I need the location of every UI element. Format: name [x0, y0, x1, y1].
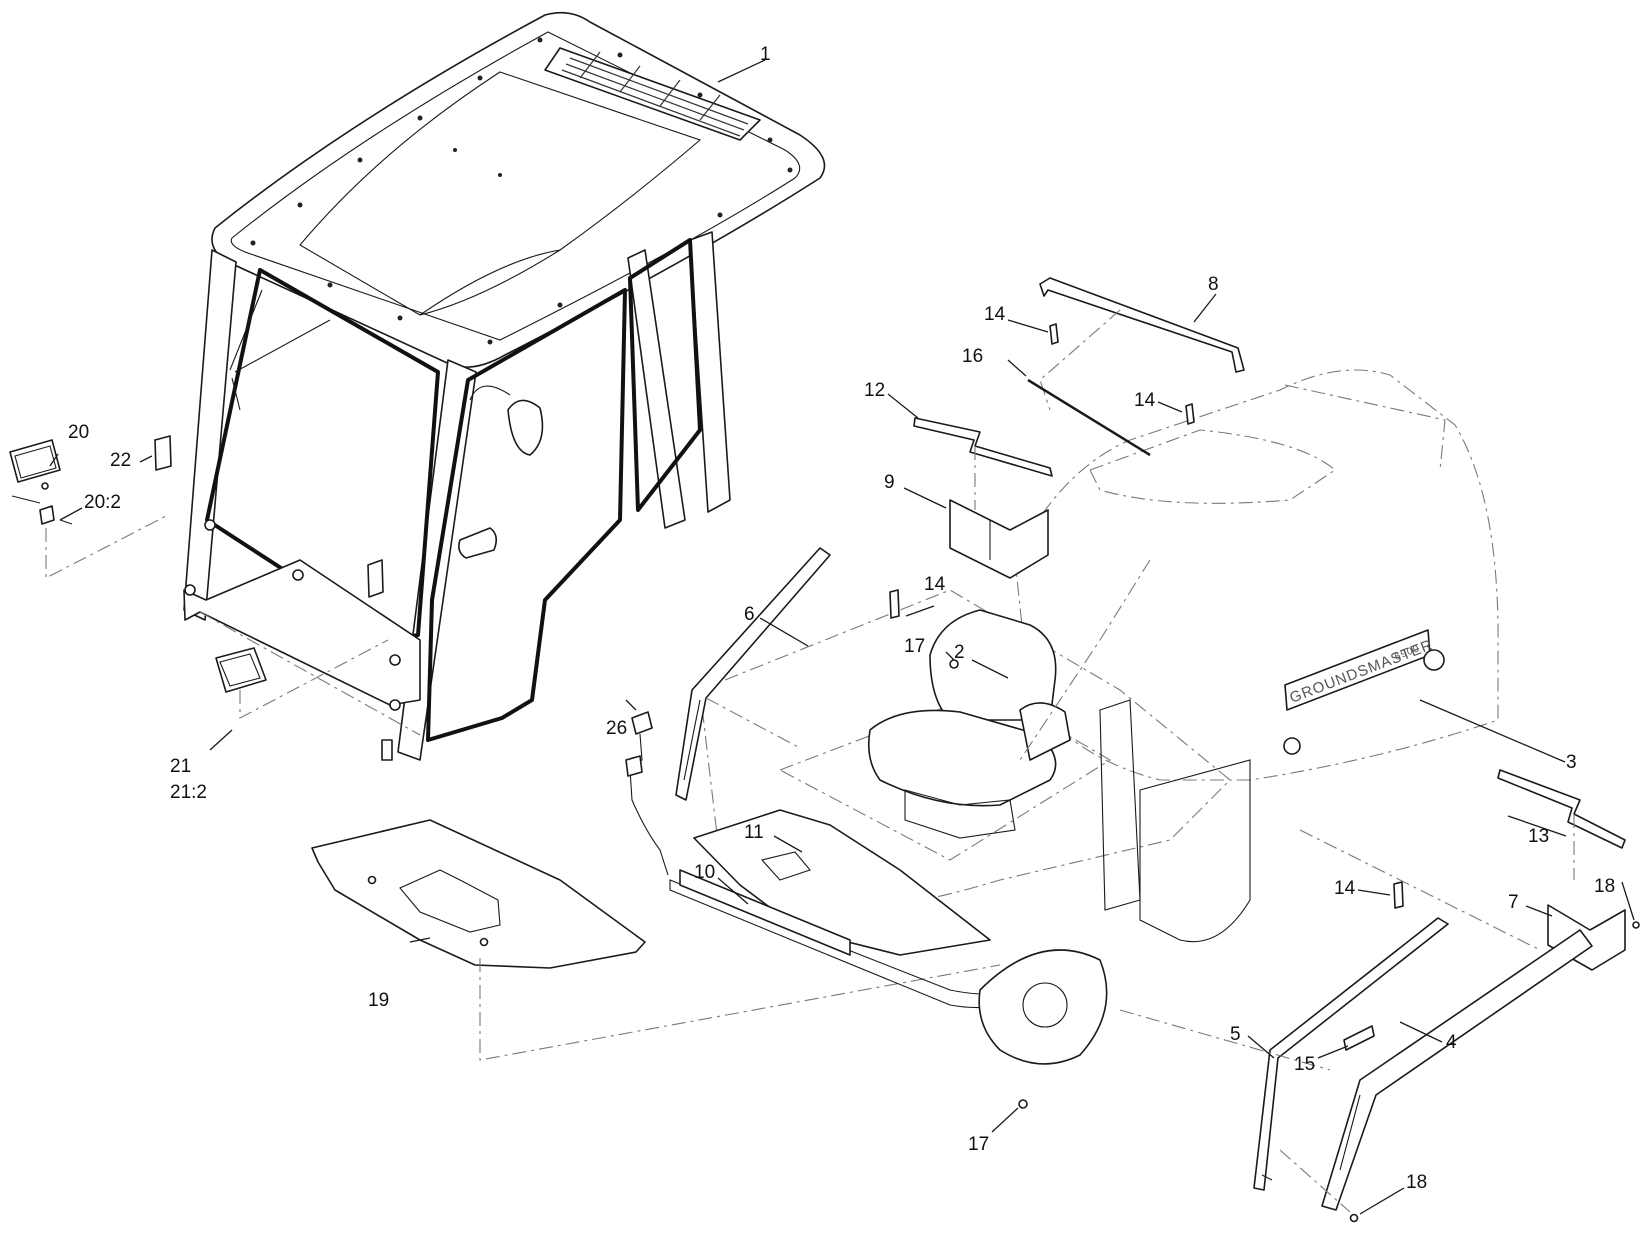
seat-cushion [867, 709, 1057, 807]
callout-2: 2 [954, 642, 965, 663]
cab-rear-window-seal [628, 238, 702, 512]
decal-item-22 [154, 435, 172, 471]
hood-assembly: GROUNDSMASTER 5900 [1014, 369, 1499, 781]
callout-20: 20 [68, 422, 89, 443]
cab-mount-bolts [184, 519, 401, 711]
cab-door-seal [426, 288, 627, 742]
callout-22: 22 [110, 450, 131, 471]
operator-platform [669, 589, 1251, 1065]
front-axle-housing [978, 949, 1108, 1065]
hood-outline [1014, 369, 1499, 781]
cab-side-mirror [469, 385, 544, 456]
cab-assembly [183, 11, 826, 761]
cab-roof-raised-panel [299, 71, 702, 316]
clip-item-14-top-right [1185, 403, 1195, 425]
seat-base [904, 789, 1016, 839]
work-light-front [9, 439, 169, 579]
callout-1: 1 [760, 44, 771, 65]
box-item-9 [949, 499, 1049, 579]
callout-5: 5 [1230, 1024, 1241, 1045]
callout-21: 21 [170, 756, 191, 777]
cab-floor-frame [183, 559, 421, 706]
clip-item-14-right [1393, 881, 1404, 909]
bracket-item-12 [913, 417, 1053, 477]
seat-armrest [1019, 702, 1071, 761]
bracket-item-8 [1039, 277, 1245, 373]
side-panel-item-6 [675, 547, 831, 801]
roof-vent-grille [544, 47, 761, 141]
floor-mat-item-11 [693, 809, 991, 956]
callout-11: 11 [744, 822, 764, 843]
callout-17-upper: 17 [904, 636, 925, 657]
callout-9: 9 [884, 472, 895, 493]
roof-screws [250, 37, 793, 345]
windshield-wiper [229, 289, 331, 411]
callout-3: 3 [1566, 752, 1577, 773]
callout-13: 13 [1528, 826, 1549, 847]
seat-backrest [929, 609, 1057, 721]
kick-plate-item-10 [679, 869, 851, 956]
work-light-rear [215, 639, 393, 761]
callout-14-top-left: 14 [984, 304, 1006, 325]
callout-15: 15 [1294, 1054, 1315, 1075]
cab-roof [211, 11, 826, 368]
leader-lines [49, 59, 1635, 1215]
callout-18-right: 18 [1594, 876, 1615, 897]
wire-harness-item-26 [625, 711, 669, 876]
callout-17-lower: 17 [968, 1134, 989, 1155]
side-panel-item-4 [1321, 929, 1593, 1211]
cab-left-front-post [183, 249, 237, 621]
nut-item-17-lower [1018, 1099, 1028, 1109]
callout-20-2: 20:2 [84, 492, 121, 513]
callout-4: 4 [1446, 1032, 1457, 1053]
callout-10: 10 [694, 862, 715, 883]
callout-14-top-right: 14 [1134, 390, 1156, 411]
callout-8: 8 [1208, 274, 1219, 295]
bolt-item-18-lower [1349, 1213, 1359, 1223]
callout-26: 26 [606, 718, 627, 739]
side-rail-item-5 [1253, 917, 1449, 1191]
rod-item-16 [1027, 378, 1151, 457]
clip-item-14-top-left [1049, 323, 1059, 345]
callout-21-2: 21:2 [170, 782, 207, 803]
callout-12: 12 [864, 380, 885, 401]
clip-item-14-mid [889, 589, 900, 619]
cab-roof-rim [230, 31, 801, 341]
callout-14-right: 14 [1334, 878, 1356, 899]
callout-16: 16 [962, 346, 983, 367]
callout-18-lower: 18 [1406, 1172, 1427, 1193]
callout-14-mid: 14 [924, 574, 946, 595]
callout-labels: 1 2 3 4 5 6 7 8 9 10 11 12 13 14 14 14 1… [68, 44, 1615, 1193]
cab-rear-post [689, 231, 731, 513]
callout-6: 6 [744, 604, 755, 625]
callout-7: 7 [1508, 892, 1519, 913]
plate-item-15 [1343, 1025, 1375, 1051]
callout-19: 19 [368, 990, 389, 1011]
cab-door-hinge-post [627, 249, 686, 529]
operator-seat [867, 609, 1071, 839]
bracket-item-13 [1497, 769, 1626, 849]
cab-door-handle [458, 527, 498, 559]
floor-mat-item-19 [311, 819, 646, 969]
